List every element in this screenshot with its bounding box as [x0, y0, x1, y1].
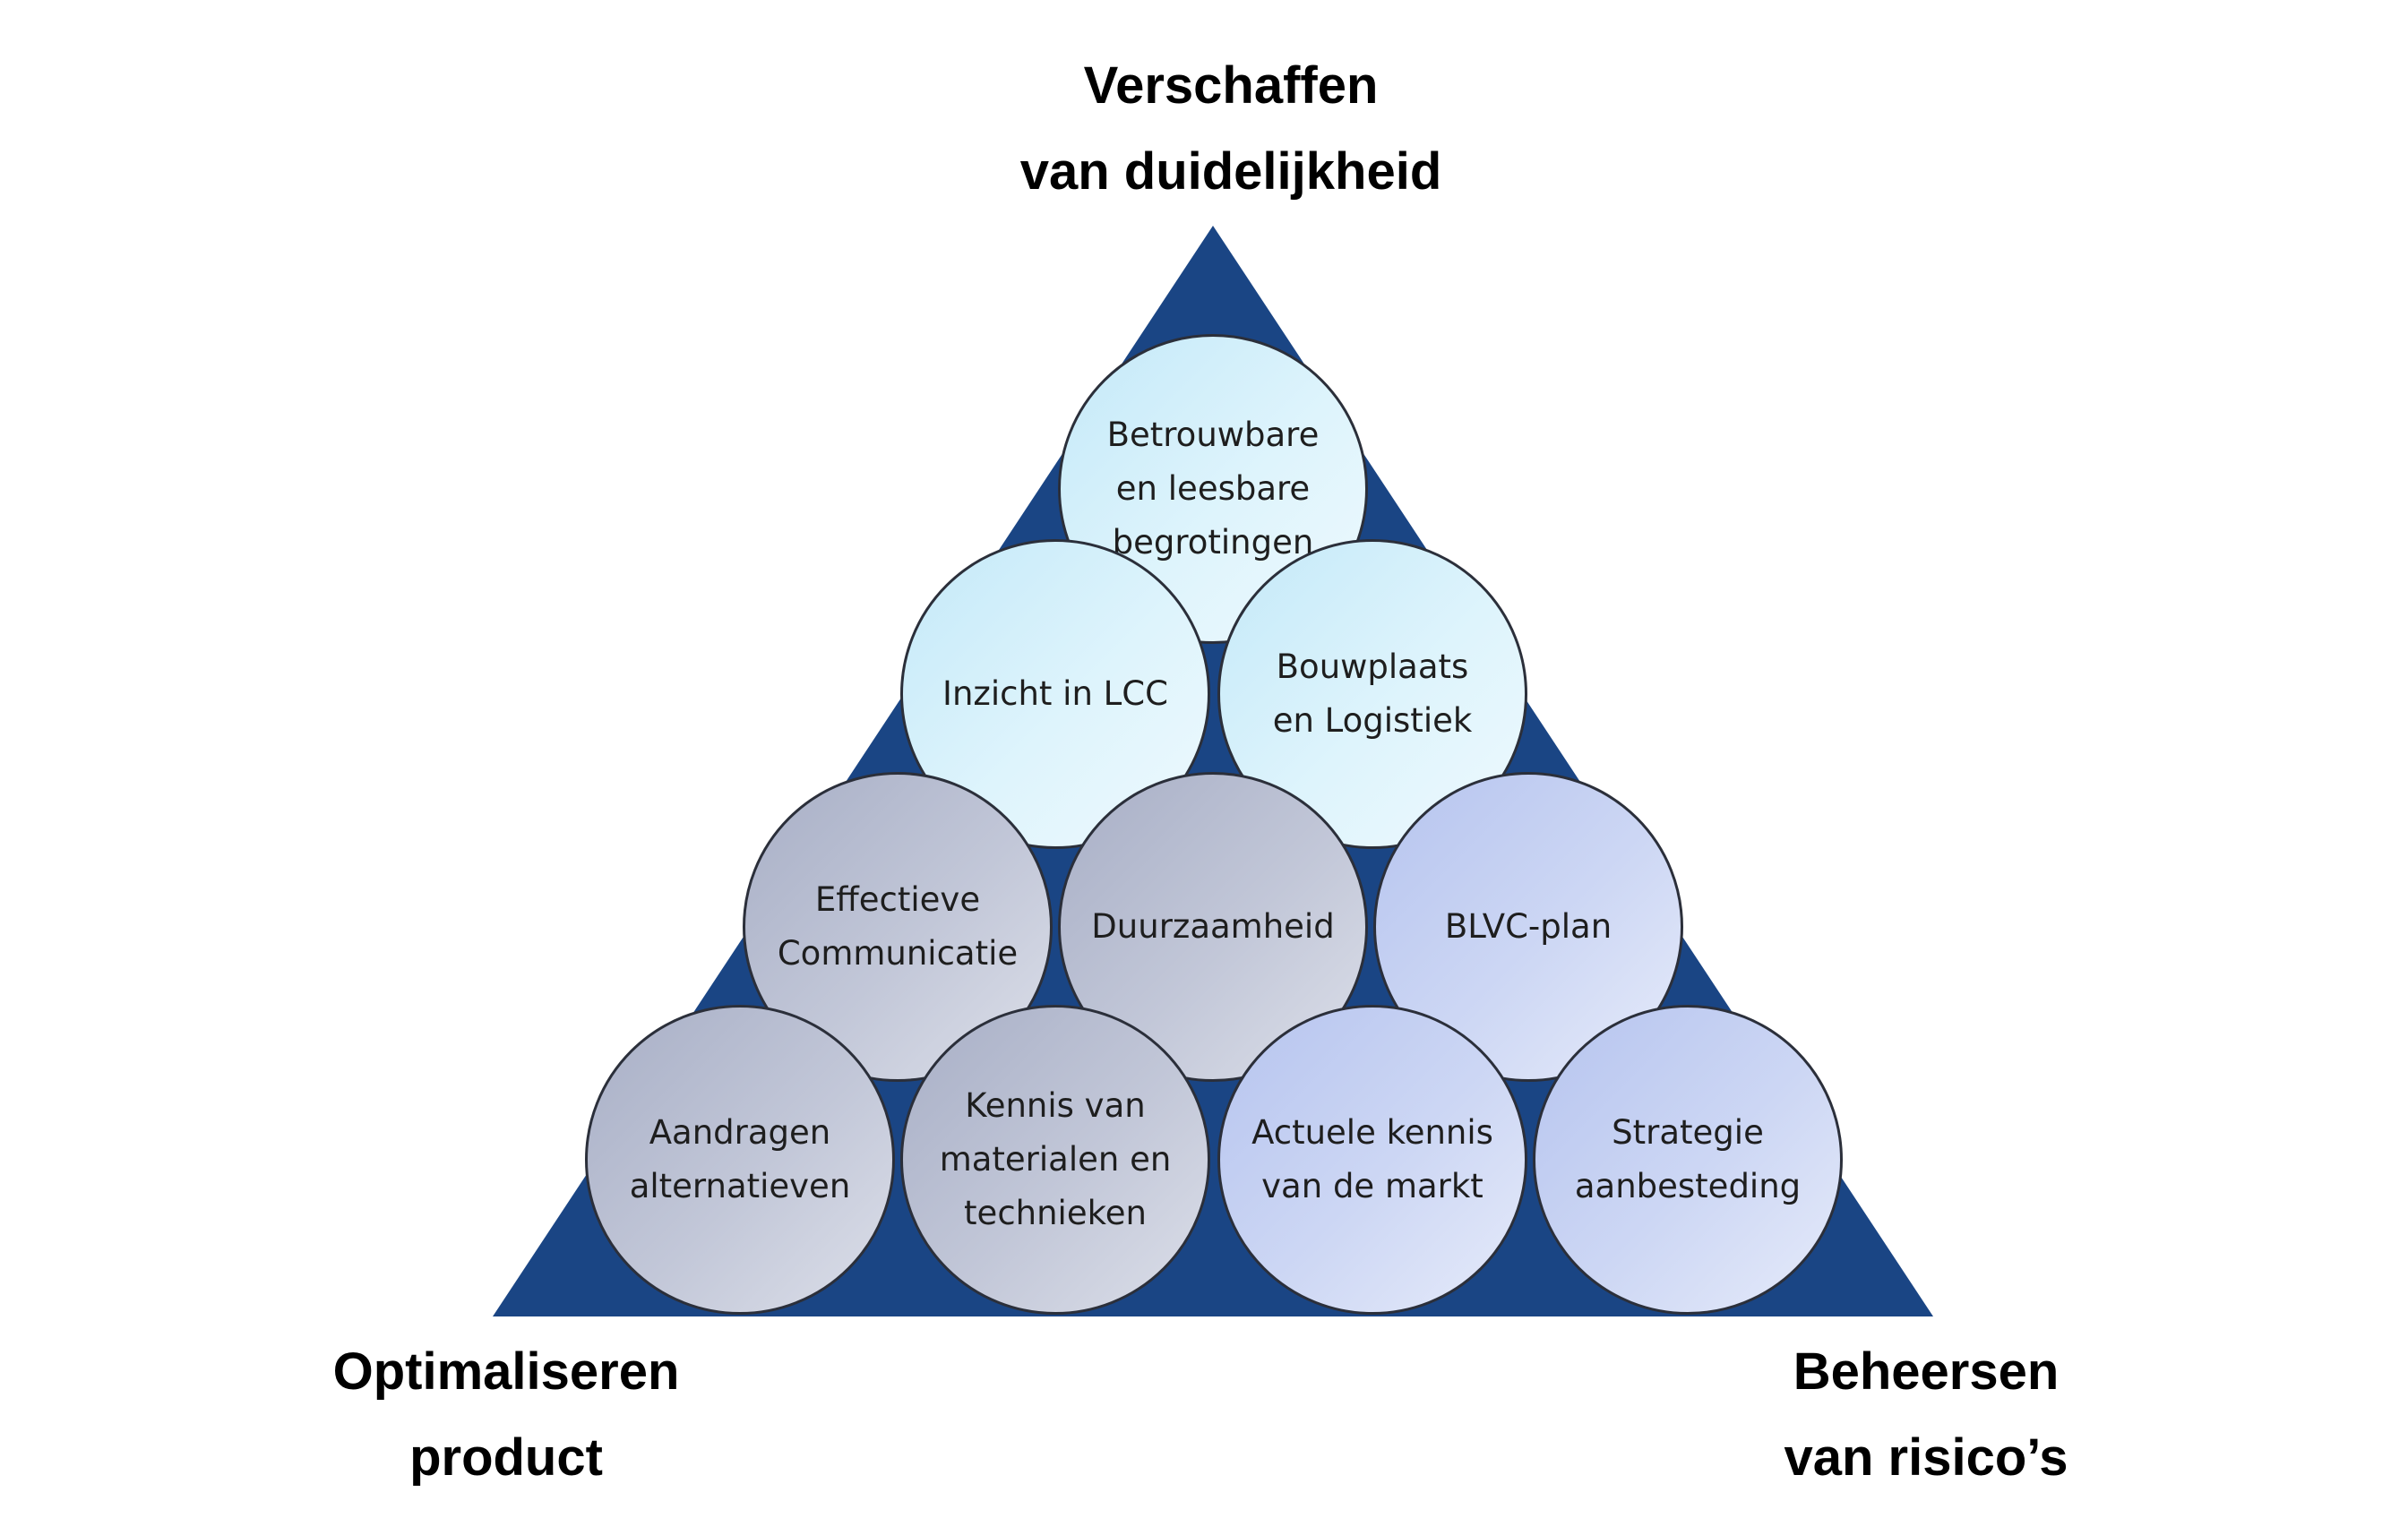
circle-markt-text: Actuele kennis van de markt [1251, 1113, 1493, 1205]
circle-alternatieven: Aandragen alternatieven [585, 1005, 895, 1315]
circle-bouwplaats-text: Bouwplaats en Logistiek [1272, 647, 1473, 740]
circle-markt: Actuele kennis van de markt [1217, 1005, 1527, 1315]
circle-materialen: Kennis van materialen en technieken [900, 1005, 1210, 1315]
circle-materialen-text: Kennis van materialen en technieken [939, 1086, 1172, 1232]
label-top-verschaffen: Verschaffen van duidelijkheid [1019, 56, 1442, 201]
circle-lcc-text: Inzicht in LCC [942, 674, 1168, 713]
circle-communicatie-text: Effectieve Communicatie [777, 880, 1019, 973]
circle-alternatieven-text: Aandragen alternatieven [629, 1113, 851, 1205]
circle-blvc-text: BLVC-plan [1444, 907, 1612, 946]
circle-begrotingen-text: Betrouwbare en leesbare begrotingen [1106, 416, 1320, 562]
circle-aanbesteding-text: Strategie aanbesteding [1574, 1113, 1802, 1205]
circle-duurzaamheid-text: Duurzaamheid [1091, 907, 1335, 946]
circle-aanbesteding: Strategie aanbesteding [1533, 1005, 1843, 1315]
circle-begrotingen: Betrouwbare en leesbare begrotingen [1058, 334, 1368, 644]
label-bottom-right-beheersen: Beheersen van risico’s [1784, 1342, 2068, 1487]
label-bottom-left-optimaliseren: Optimaliseren product [332, 1342, 680, 1487]
